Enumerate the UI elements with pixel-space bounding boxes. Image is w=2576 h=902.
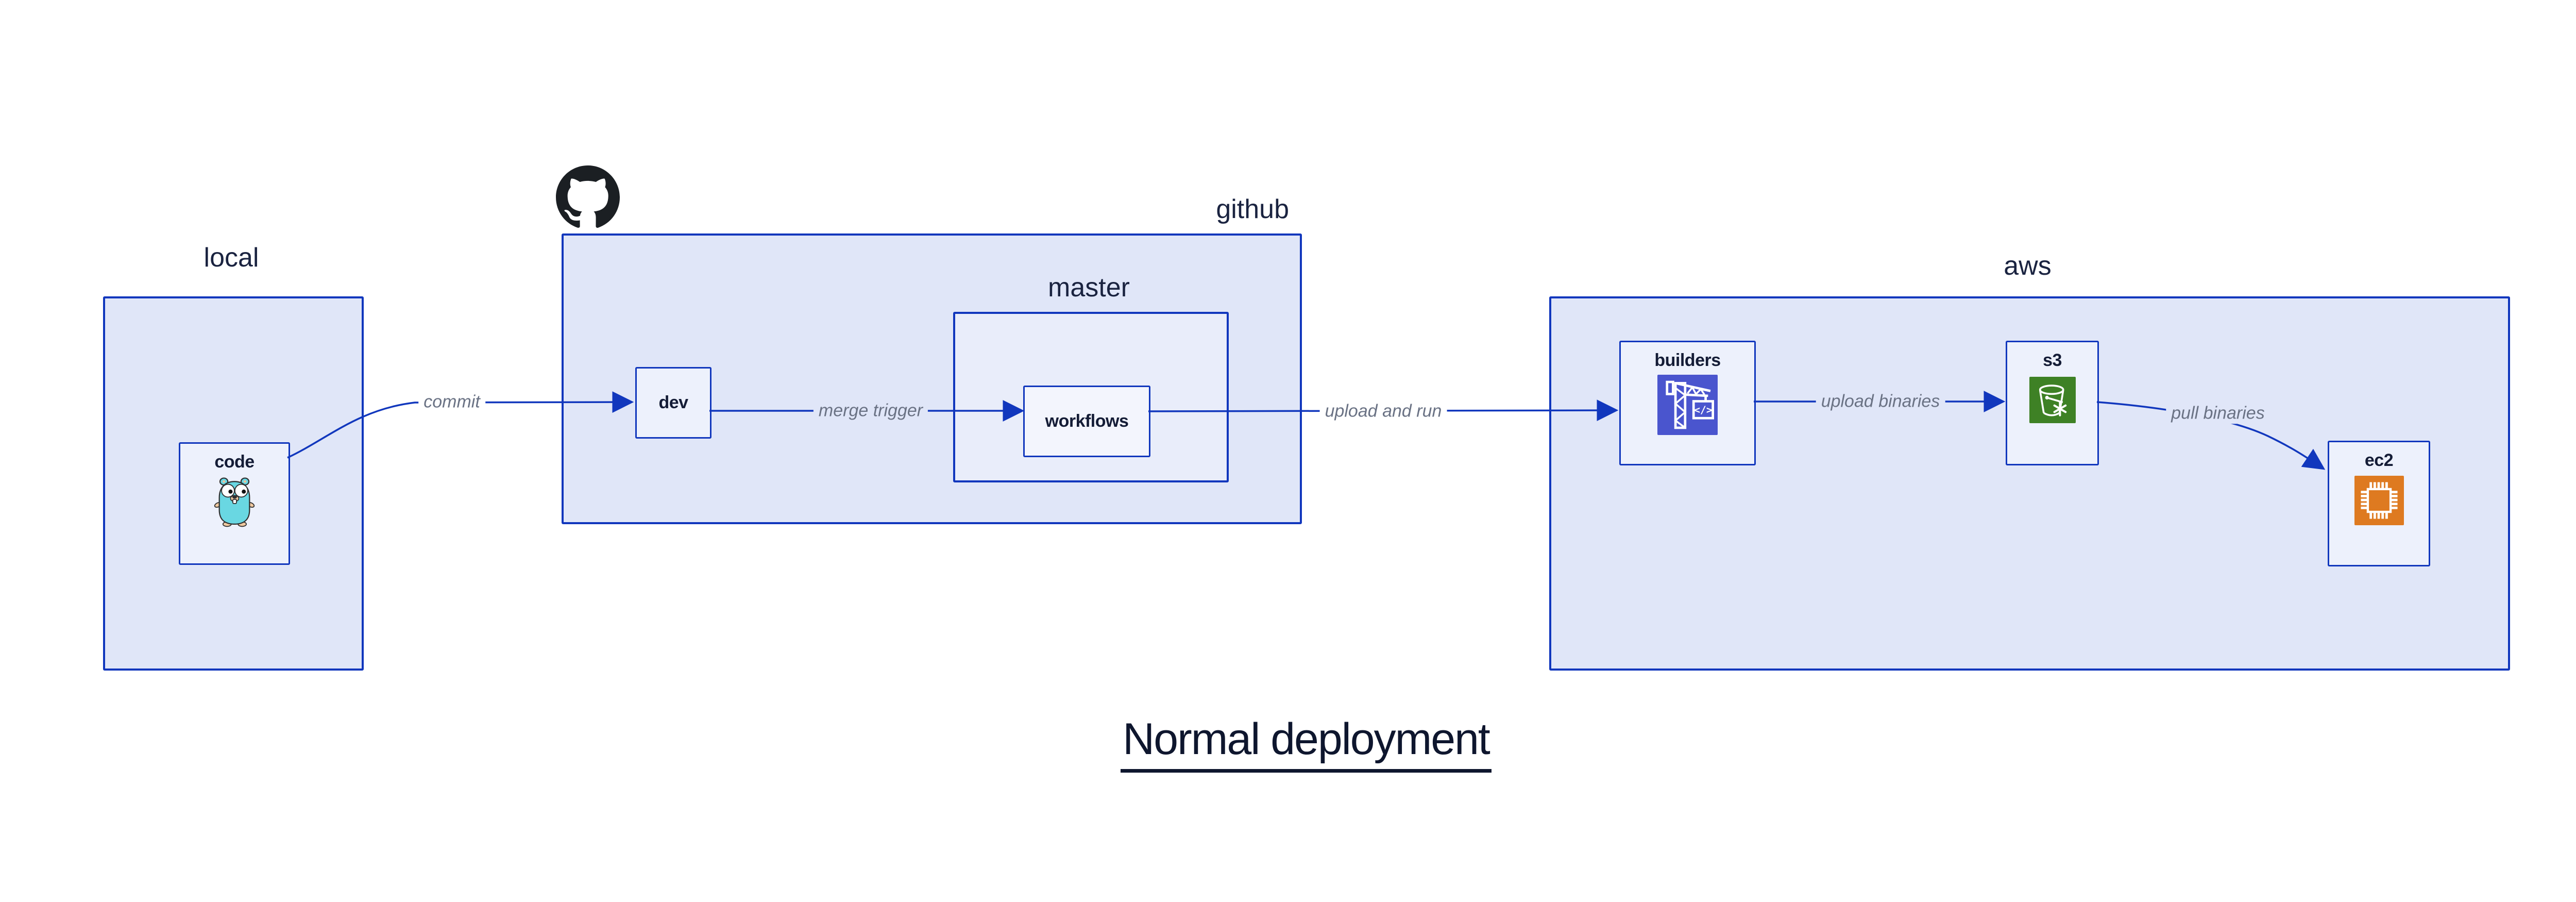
node-label-ec2: ec2 [2364,450,2394,470]
s3-bucket-icon [2029,377,2076,423]
node-code: code [179,442,290,565]
node-dev: dev [635,367,711,439]
github-logo-icon [556,165,620,228]
svg-text:</>: </> [1694,404,1713,416]
edge-label-upload-and-run: upload and run [1319,400,1447,422]
edge-label-upload-binaries: upload binaries [1816,391,1945,412]
node-s3: s3 [2006,341,2099,465]
group-label-master: master [1048,273,1130,303]
go-gopher-icon [214,477,255,527]
diagram-title: Normal deployment [1048,714,1564,773]
edge-label-merge-trigger: merge trigger [813,400,928,422]
node-label-code: code [214,452,255,472]
node-label-s3: s3 [2043,350,2062,370]
group-label-local: local [204,243,259,273]
node-label-dev: dev [658,393,688,412]
node-workflows: workflows [1023,386,1150,457]
codebuild-crane-icon: </> [1657,375,1718,435]
edge-label-commit: commit [418,391,485,413]
node-builders: builders </> [1619,341,1756,465]
edge-label-pull-binaries: pull binaries [2166,403,2270,424]
group-label-aws: aws [2004,251,2052,281]
node-label-builders: builders [1654,350,1721,370]
node-ec2: ec2 [2328,441,2430,566]
ec2-chip-icon [2354,476,2404,525]
group-label-github: github [1216,194,1289,224]
node-label-workflows: workflows [1045,411,1129,431]
